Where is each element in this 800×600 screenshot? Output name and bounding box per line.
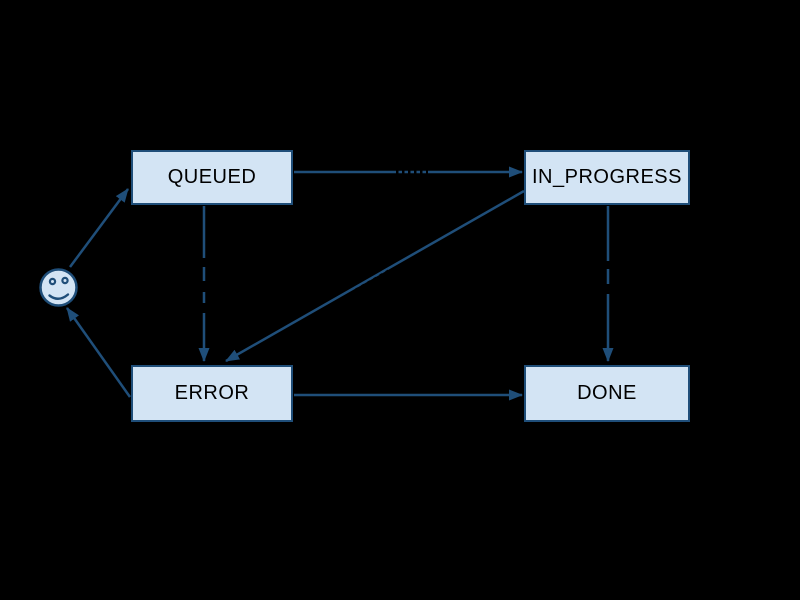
- edge-start-to-queued: [68, 188, 130, 268]
- obscured-label-in-progress-error: [354, 268, 392, 293]
- state-node-done: DONE: [524, 365, 690, 422]
- smiley-mouth: [48, 293, 70, 300]
- state-label-in-progress: IN_PROGRESS: [532, 166, 682, 188]
- state-node-in-progress: IN_PROGRESS: [524, 150, 690, 205]
- edge-error-to-start: [65, 307, 132, 398]
- start-node-smiley-icon: [39, 268, 78, 307]
- smiley-right-eye: [61, 276, 69, 285]
- state-label-queued: QUEUED: [167, 166, 257, 188]
- obscured-edge-labels: [202, 170, 610, 313]
- smiley-left-eye: [48, 277, 57, 286]
- state-node-queued: QUEUED: [131, 150, 293, 205]
- state-label-error: ERROR: [174, 382, 250, 404]
- state-node-error: ERROR: [131, 365, 293, 422]
- smiley-head: [39, 268, 78, 307]
- state-label-done: DONE: [577, 382, 637, 404]
- edge-in-progress-to-error: [225, 189, 525, 363]
